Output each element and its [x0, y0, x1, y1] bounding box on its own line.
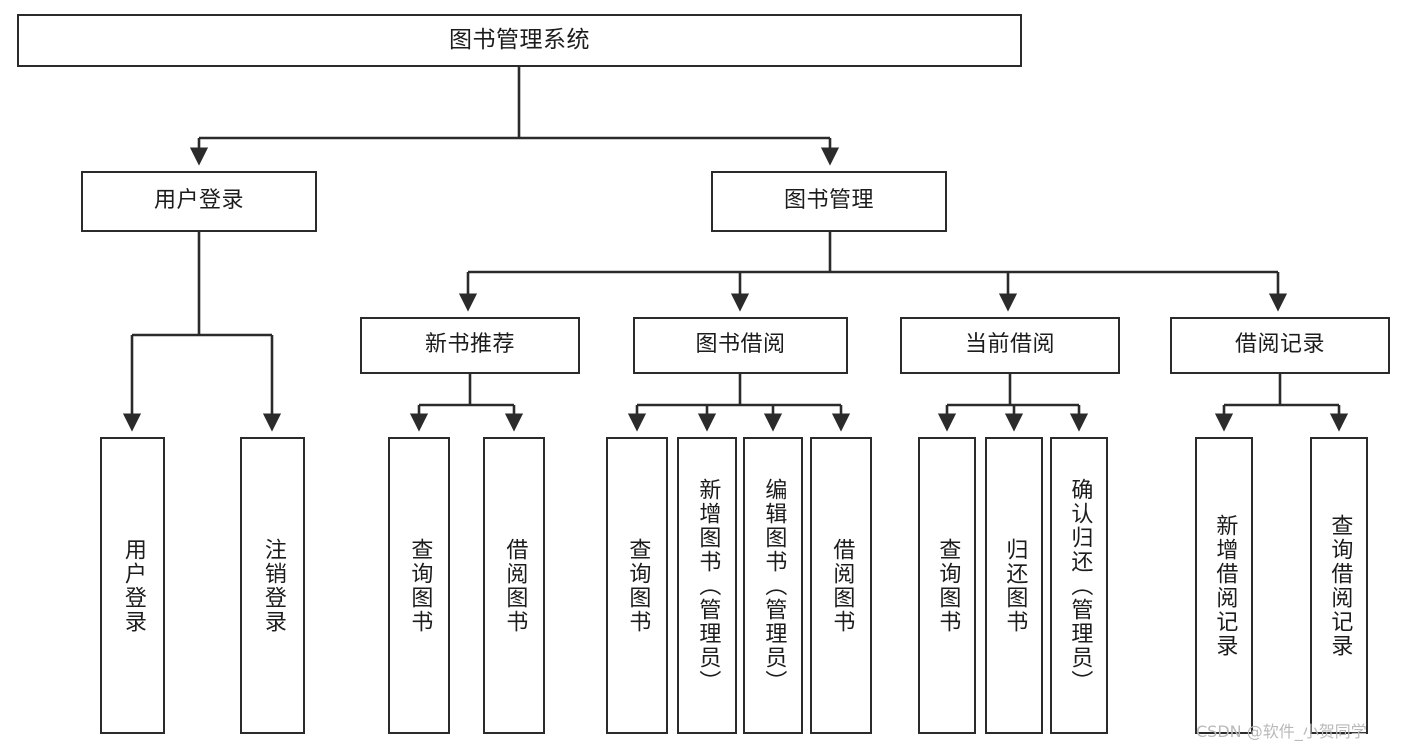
csdn-watermark: CSDN @软件_小贺同学 [1196, 722, 1367, 741]
node-user-login[interactable]: 用户登录 [81, 171, 317, 232]
node-leaf-borrow-book[interactable]: 借阅图书 [810, 437, 872, 734]
node-leaf-query-book-recommend[interactable]: 查询图书 [388, 437, 450, 734]
node-leaf-query-borrow-record-label: 查询借阅记录 [1327, 513, 1353, 658]
node-leaf-return-book-label: 归还图书 [1002, 537, 1028, 634]
node-current-borrow-label: 当前借阅 [964, 332, 1055, 358]
node-leaf-logout-login[interactable]: 注销登录 [240, 437, 305, 734]
node-leaf-user-login-label: 用户登录 [120, 537, 146, 634]
node-leaf-borrow-book-label: 借阅图书 [829, 537, 855, 634]
node-leaf-add-borrow-record[interactable]: 新增借阅记录 [1195, 437, 1253, 734]
node-leaf-query-book-borrow[interactable]: 查询图书 [606, 437, 668, 734]
node-leaf-query-book-current-label: 查询图书 [935, 537, 961, 634]
node-leaf-confirm-return-admin-label: 确认归还（管理员） [1067, 477, 1093, 694]
node-user-login-label: 用户登录 [153, 188, 244, 214]
node-book-borrow[interactable]: 图书借阅 [633, 317, 848, 374]
node-leaf-add-book-admin[interactable]: 新增图书（管理员） [677, 437, 737, 734]
node-leaf-query-book-current[interactable]: 查询图书 [918, 437, 976, 734]
node-leaf-borrow-book-recommend[interactable]: 借阅图书 [483, 437, 545, 734]
node-book-management-label: 图书管理 [783, 188, 874, 214]
node-new-book-recommend[interactable]: 新书推荐 [360, 317, 580, 374]
node-leaf-user-login[interactable]: 用户登录 [100, 437, 165, 734]
node-leaf-query-book-borrow-label: 查询图书 [625, 537, 651, 634]
node-leaf-confirm-return-admin[interactable]: 确认归还（管理员） [1050, 437, 1108, 734]
node-current-borrow[interactable]: 当前借阅 [900, 317, 1120, 374]
node-book-management[interactable]: 图书管理 [711, 171, 947, 232]
node-leaf-borrow-book-recommend-label: 借阅图书 [502, 537, 528, 634]
node-leaf-query-book-recommend-label: 查询图书 [407, 537, 433, 634]
node-leaf-edit-book-admin-label: 编辑图书（管理员） [761, 477, 787, 694]
node-book-borrow-label: 图书借阅 [695, 332, 786, 358]
node-leaf-edit-book-admin[interactable]: 编辑图书（管理员） [743, 437, 803, 734]
node-leaf-return-book[interactable]: 归还图书 [985, 437, 1043, 734]
node-leaf-logout-login-label: 注销登录 [260, 537, 286, 634]
node-root-label: 图书管理系统 [449, 26, 590, 53]
node-borrow-record[interactable]: 借阅记录 [1170, 317, 1390, 374]
node-borrow-record-label: 借阅记录 [1234, 332, 1325, 358]
node-root[interactable]: 图书管理系统 [17, 14, 1022, 67]
node-leaf-query-borrow-record[interactable]: 查询借阅记录 [1310, 437, 1368, 734]
node-new-book-recommend-label: 新书推荐 [424, 332, 515, 358]
node-leaf-add-book-admin-label: 新增图书（管理员） [695, 477, 721, 694]
node-leaf-add-borrow-record-label: 新增借阅记录 [1212, 513, 1238, 658]
